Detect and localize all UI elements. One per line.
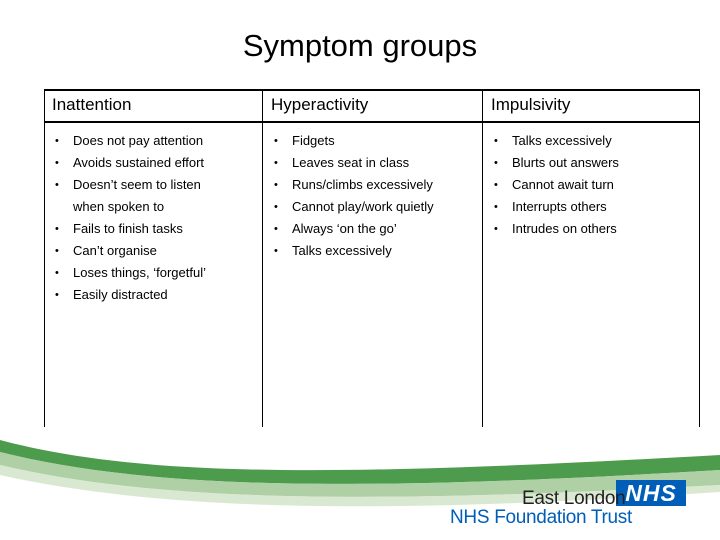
bullet-icon: • bbox=[494, 201, 498, 213]
symptom-text: Runs/climbs excessively bbox=[292, 177, 433, 192]
symptom-text: Fails to finish tasks bbox=[73, 221, 183, 236]
symptom-text: Can’t organise bbox=[73, 243, 157, 258]
bullet-icon: • bbox=[55, 157, 59, 169]
table-column-divider-2 bbox=[482, 89, 483, 427]
bullet-icon: • bbox=[274, 179, 278, 191]
symptom-text: Avoids sustained effort bbox=[73, 155, 205, 170]
symptom-item: • Talks excessively bbox=[263, 240, 434, 262]
table-top-border bbox=[44, 89, 700, 91]
symptom-item: • Cannot play/work quietly bbox=[263, 196, 434, 218]
symptom-text: Interrupts others bbox=[512, 199, 607, 214]
table-header-divider bbox=[44, 121, 700, 123]
bullet-icon: • bbox=[274, 157, 278, 169]
symptom-item: • Always ‘on the go’ bbox=[263, 218, 434, 240]
symptom-item: • Fails to finish tasks bbox=[44, 218, 206, 240]
symptom-list: • Fidgets • Leaves seat in class • Runs/climb… bbox=[263, 130, 434, 262]
symptom-text: Blurts out answers bbox=[512, 155, 619, 170]
symptom-text: Loses things, ‘forgetful’ bbox=[73, 265, 206, 280]
symptom-item: • Fidgets bbox=[263, 130, 434, 152]
symptom-item: • Cannot await turn bbox=[483, 174, 619, 196]
table-column-divider-1 bbox=[262, 89, 263, 427]
symptom-item: • Doesn’t seem to listen bbox=[44, 174, 206, 196]
symptom-item: • Interrupts others bbox=[483, 196, 619, 218]
bullet-icon: • bbox=[55, 179, 59, 191]
footer-swoosh-graphic bbox=[0, 440, 720, 507]
symptom-list: • Talks excessively • Blurts out answers • Ca… bbox=[483, 130, 619, 240]
bullet-icon: • bbox=[494, 157, 498, 169]
symptom-text: Always ‘on the go’ bbox=[292, 221, 397, 236]
symptom-item: • Easily distracted bbox=[44, 284, 206, 306]
symptom-list: • Does not pay attention • Avoids sustained… bbox=[44, 130, 206, 306]
symptom-text: when spoken to bbox=[73, 199, 165, 214]
table-left-border bbox=[44, 89, 45, 427]
bullet-icon: • bbox=[55, 245, 59, 257]
symptom-item: • Can’t organise bbox=[44, 240, 206, 262]
bullet-icon: • bbox=[55, 135, 59, 147]
symptom-text: Talks excessively bbox=[292, 243, 392, 258]
column-heading: Hyperactivity bbox=[271, 95, 369, 114]
symptom-item: • Does not pay attention bbox=[44, 130, 206, 152]
bullet-icon: • bbox=[274, 223, 278, 235]
symptom-item: • Intrudes on others bbox=[483, 218, 619, 240]
bullet-icon: • bbox=[494, 179, 498, 191]
trust-name-line2: NHS Foundation Trust bbox=[450, 507, 632, 528]
nhs-logo: NHS bbox=[616, 480, 686, 506]
symptom-item: • Blurts out answers bbox=[483, 152, 619, 174]
trust-name-line1: East London bbox=[522, 488, 626, 509]
column-heading: Inattention bbox=[52, 95, 132, 114]
bullet-icon: • bbox=[494, 135, 498, 147]
symptom-item: • Talks excessively bbox=[483, 130, 619, 152]
symptom-text: Cannot play/work quietly bbox=[292, 199, 434, 214]
symptom-table: Inattention • Does not pay attention • Avoi… bbox=[44, 89, 700, 427]
symptom-text: Does not pay attention bbox=[73, 133, 204, 148]
symptom-item: • Loses things, ‘forgetful’ bbox=[44, 262, 206, 284]
symptom-text: Talks excessively bbox=[512, 133, 612, 148]
symptom-text: Fidgets bbox=[292, 133, 335, 148]
column-heading: Impulsivity bbox=[491, 95, 571, 114]
slide-title: Symptom groups bbox=[242, 28, 478, 63]
bullet-icon: • bbox=[274, 245, 278, 257]
symptom-item: • Leaves seat in class bbox=[263, 152, 434, 174]
table-right-border bbox=[699, 89, 700, 427]
bullet-icon: • bbox=[274, 201, 278, 213]
bullet-icon: • bbox=[55, 223, 59, 235]
bullet-icon: • bbox=[55, 267, 59, 279]
symptom-item: • Avoids sustained effort bbox=[44, 152, 206, 174]
symptom-text: Leaves seat in class bbox=[292, 155, 410, 170]
bullet-icon: • bbox=[494, 223, 498, 235]
symptom-text: Cannot await turn bbox=[512, 177, 614, 192]
bullet-icon: • bbox=[55, 289, 59, 301]
symptom-text: Easily distracted bbox=[73, 287, 168, 302]
symptom-text: Doesn’t seem to listen bbox=[73, 177, 201, 192]
symptom-item: when spoken to bbox=[44, 196, 206, 218]
bullet-icon: • bbox=[274, 135, 278, 147]
symptom-item: • Runs/climbs excessively bbox=[263, 174, 434, 196]
symptom-text: Intrudes on others bbox=[512, 221, 617, 236]
